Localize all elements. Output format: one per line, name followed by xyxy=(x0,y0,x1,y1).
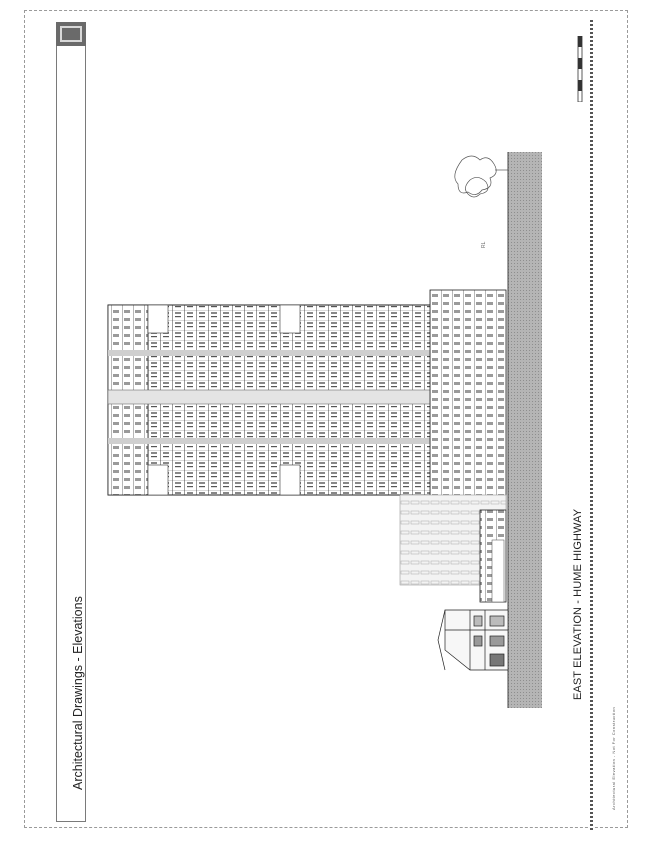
heritage-house xyxy=(437,609,509,671)
logo-mark-icon xyxy=(60,26,82,42)
podium-block xyxy=(479,509,507,603)
sheet-edge-hatch xyxy=(590,20,593,830)
sheet-title: Architectural Drawings - Elevations xyxy=(71,596,85,790)
trees-icon xyxy=(454,155,508,198)
elevation-drawing: RL xyxy=(107,152,542,708)
drawing-caption: EAST ELEVATION - HUME HIGHWAY xyxy=(572,508,584,700)
sheet-fine-print: Architectural Elevation - Not For Constr… xyxy=(611,706,616,810)
sheet-border xyxy=(24,10,628,828)
ground-line xyxy=(508,152,542,708)
main-tower xyxy=(107,289,507,511)
svg-text:RL: RL xyxy=(481,241,487,248)
scale-bar-icon xyxy=(577,36,583,102)
